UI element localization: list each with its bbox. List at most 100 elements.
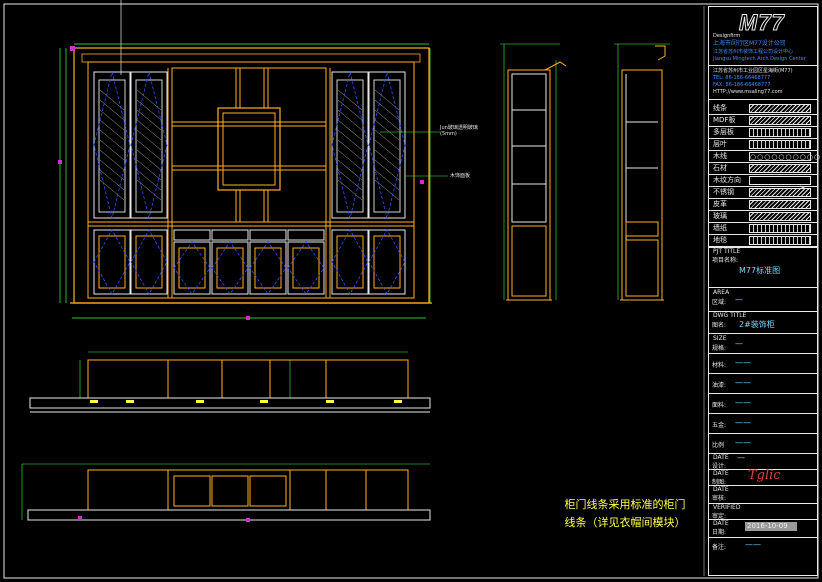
date-en: DATE: [713, 520, 729, 527]
front-elevation: [58, 0, 448, 320]
date-value: 2016-10-09: [745, 522, 797, 531]
material-swatch: [749, 224, 811, 233]
drawing-title-en: DWG TITLE: [713, 312, 747, 319]
date-check-cn: 审核:: [712, 495, 727, 502]
area-value: —: [735, 295, 743, 304]
company-line-3: Jiangsu Mingtech Arch Design Center: [713, 56, 806, 62]
material-label: 墙纸: [713, 224, 727, 232]
date-draw-cn: 制图:: [712, 479, 727, 486]
spec-row-label: 材料:: [712, 362, 727, 369]
divider: [709, 333, 817, 334]
divider: [709, 373, 817, 374]
material-label: 线条: [713, 104, 727, 112]
material-label: 层叶: [713, 140, 727, 148]
material-label: 地毯: [713, 236, 727, 244]
project-title-value: M77标准图: [739, 266, 781, 275]
side-section-a: [500, 43, 567, 301]
drawing-title-value: 2#装饰柜: [739, 320, 775, 329]
spec-row-label: 油漆:: [712, 382, 727, 389]
note-line-1: 柜门线条采用标准的柜门: [564, 498, 686, 511]
area-cn: 区域:: [712, 299, 727, 306]
side-section-b: [614, 43, 670, 301]
size-value: —: [735, 339, 743, 348]
material-swatch: [749, 200, 811, 209]
divider: [709, 353, 817, 354]
company-line-1: 上海市闵行区M77设计公司: [713, 40, 786, 47]
material-swatch: [749, 188, 811, 197]
divider: [709, 519, 817, 520]
divider: [709, 311, 817, 312]
area-en: AREA: [713, 289, 730, 296]
spec-row-value: ——: [735, 438, 751, 447]
material-label: 不锈钢: [713, 188, 734, 196]
plan-view-lower: [21, 463, 431, 522]
divider: [709, 453, 817, 454]
divider: [709, 485, 817, 486]
title-block: M77 Designfirm 上海市闵行区M77设计公司 江苏省苏州市装饰工程公…: [708, 6, 822, 576]
material-label: 石材: [713, 164, 727, 172]
divider: [709, 210, 817, 211]
note-line-2: 线条（详见衣帽间模块）: [564, 516, 686, 529]
drawing-frame: [3, 3, 819, 579]
spec-row-value: ——: [735, 358, 751, 367]
glass-annotation-thickness: (5mm): [440, 131, 457, 137]
divider: [709, 99, 817, 100]
verified-cn: 审定:: [712, 513, 727, 520]
spec-row-value: ——: [735, 418, 751, 427]
material-label: 多层板: [713, 128, 734, 136]
material-swatch: [749, 176, 811, 193]
divider: [709, 287, 817, 288]
material-swatch: [749, 236, 811, 245]
spec-row-label: 五金:: [712, 422, 727, 429]
divider: [709, 247, 817, 248]
glass-annotation-text: Jun玻璃透明玻璃: [440, 125, 478, 131]
date-cn: 日期:: [712, 529, 727, 536]
divider: [709, 126, 817, 127]
material-swatch: ○○○○○○○○○○: [749, 152, 822, 161]
date-check-en: DATE: [713, 486, 729, 493]
signature: Tglic: [748, 468, 781, 483]
divider: [709, 246, 817, 247]
spec-row-value: ——: [735, 398, 751, 407]
divider: [709, 138, 817, 139]
date-design-cn: 设计:: [712, 463, 727, 470]
remark-cn: 备注:: [712, 544, 727, 551]
verified-en: VERIFIED: [713, 504, 741, 511]
project-title-en: PJT TITLE: [713, 248, 741, 255]
size-cn: 规格:: [712, 345, 727, 352]
material-label: 木纹方向: [713, 176, 741, 184]
material-swatch: [749, 164, 811, 173]
divider: [709, 503, 817, 504]
divider: [709, 186, 817, 187]
material-swatch: [749, 128, 811, 137]
divider: [709, 393, 817, 394]
divider: [709, 162, 817, 163]
material-label: MDF板: [713, 116, 736, 124]
divider: [709, 469, 817, 470]
spec-row-label: 面料:: [712, 402, 727, 409]
divider: [709, 433, 817, 434]
divider: [709, 222, 817, 223]
material-label: 玻璃: [713, 212, 727, 220]
date-draw-en: DATE: [713, 470, 729, 477]
plan-view-upper: [29, 351, 431, 413]
divider: [709, 234, 817, 235]
wood-annotation: 木饰面板: [450, 173, 471, 179]
spec-row-label: 比例: [712, 442, 725, 449]
spec-row-value: ——: [735, 378, 751, 387]
remark-value: ——: [745, 540, 761, 549]
material-label: 木线: [713, 152, 727, 160]
divider: [709, 537, 817, 538]
divider: [709, 413, 817, 414]
company-fax: FAX: 86-186-66468777: [713, 82, 771, 88]
divider: [709, 150, 817, 151]
logo-subtitle: Designfirm: [713, 33, 741, 39]
drawing-title-cn: 图名:: [712, 322, 727, 329]
divider: [709, 198, 817, 199]
divider: [709, 65, 817, 66]
material-swatch: [749, 104, 811, 113]
divider: [709, 174, 817, 175]
company-web: HTTP://www.msaling77.com: [713, 89, 783, 95]
glass-annotation: Jun玻璃透明玻璃 (5mm): [440, 124, 478, 137]
